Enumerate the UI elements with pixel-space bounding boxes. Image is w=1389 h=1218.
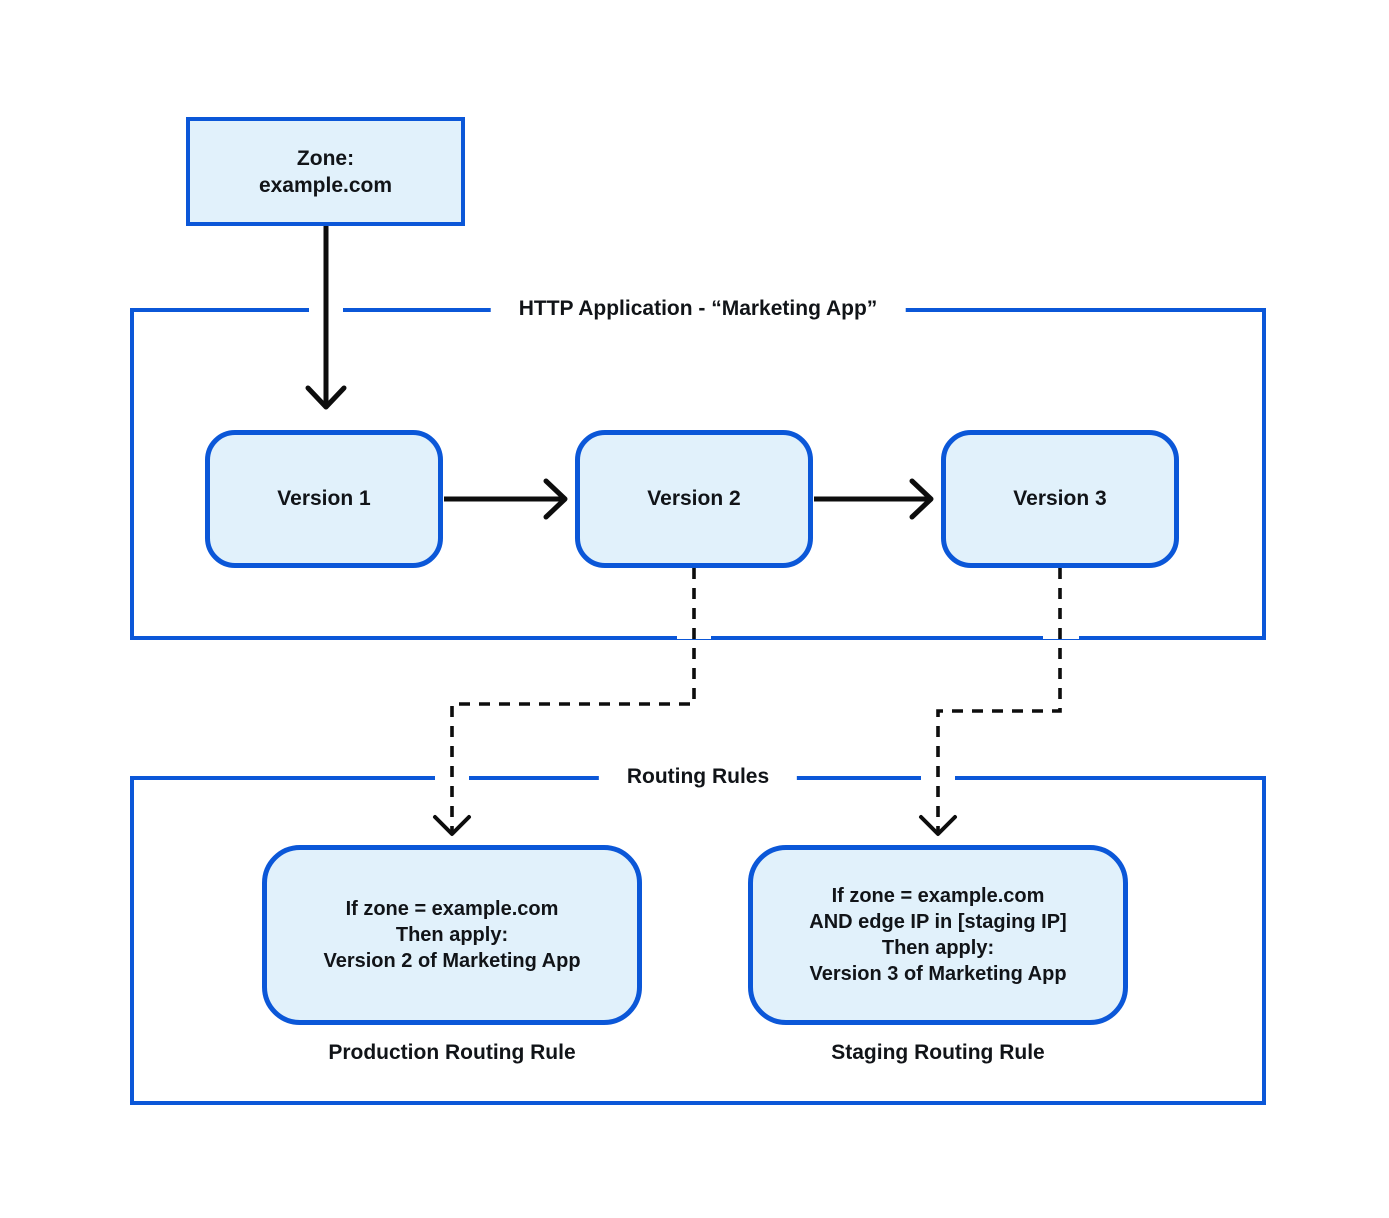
routing-rules-title: Routing Rules [598, 763, 798, 791]
border-gap-v2-dashed [677, 621, 711, 639]
border-gap-staging-dashed [921, 769, 955, 785]
version-3-label: Version 3 [1013, 487, 1107, 510]
staging-rule-line: If zone = example.com [831, 885, 1045, 907]
version-3-node: Version 3 [941, 430, 1179, 568]
version-1-node: Version 1 [205, 430, 443, 568]
production-rule-node: If zone = example.com Then apply: Versio… [262, 845, 642, 1025]
production-rule-line: Then apply: [395, 924, 509, 946]
version-2-node: Version 2 [575, 430, 813, 568]
zone-label-line2: example.com [258, 173, 393, 197]
staging-rule-node: If zone = example.com AND edge IP in [st… [748, 845, 1128, 1025]
border-gap-production-dashed [435, 769, 469, 785]
version-1-label: Version 1 [277, 487, 371, 510]
production-rule-line: If zone = example.com [345, 898, 559, 920]
staging-rule-line: Then apply: [881, 937, 995, 959]
production-rule-caption: Production Routing Rule [328, 1041, 576, 1064]
routing-rules-container: Routing Rules [130, 763, 1266, 1105]
version-2-label: Version 2 [647, 487, 741, 510]
production-rule-line: Version 2 of Marketing App [323, 950, 581, 972]
staging-rule-line: AND edge IP in [staging IP] [809, 911, 1067, 933]
staging-rule-line: Version 3 of Marketing App [809, 963, 1067, 985]
zone-node: Zone: example.com [186, 117, 465, 226]
staging-rule-caption: Staging Routing Rule [831, 1041, 1045, 1064]
border-gap-v3-dashed [1043, 621, 1079, 639]
border-gap-zone-arrow [309, 301, 343, 317]
http-application-title: HTTP Application - “Marketing App” [490, 295, 906, 323]
zone-label-line1: Zone: [296, 146, 355, 170]
